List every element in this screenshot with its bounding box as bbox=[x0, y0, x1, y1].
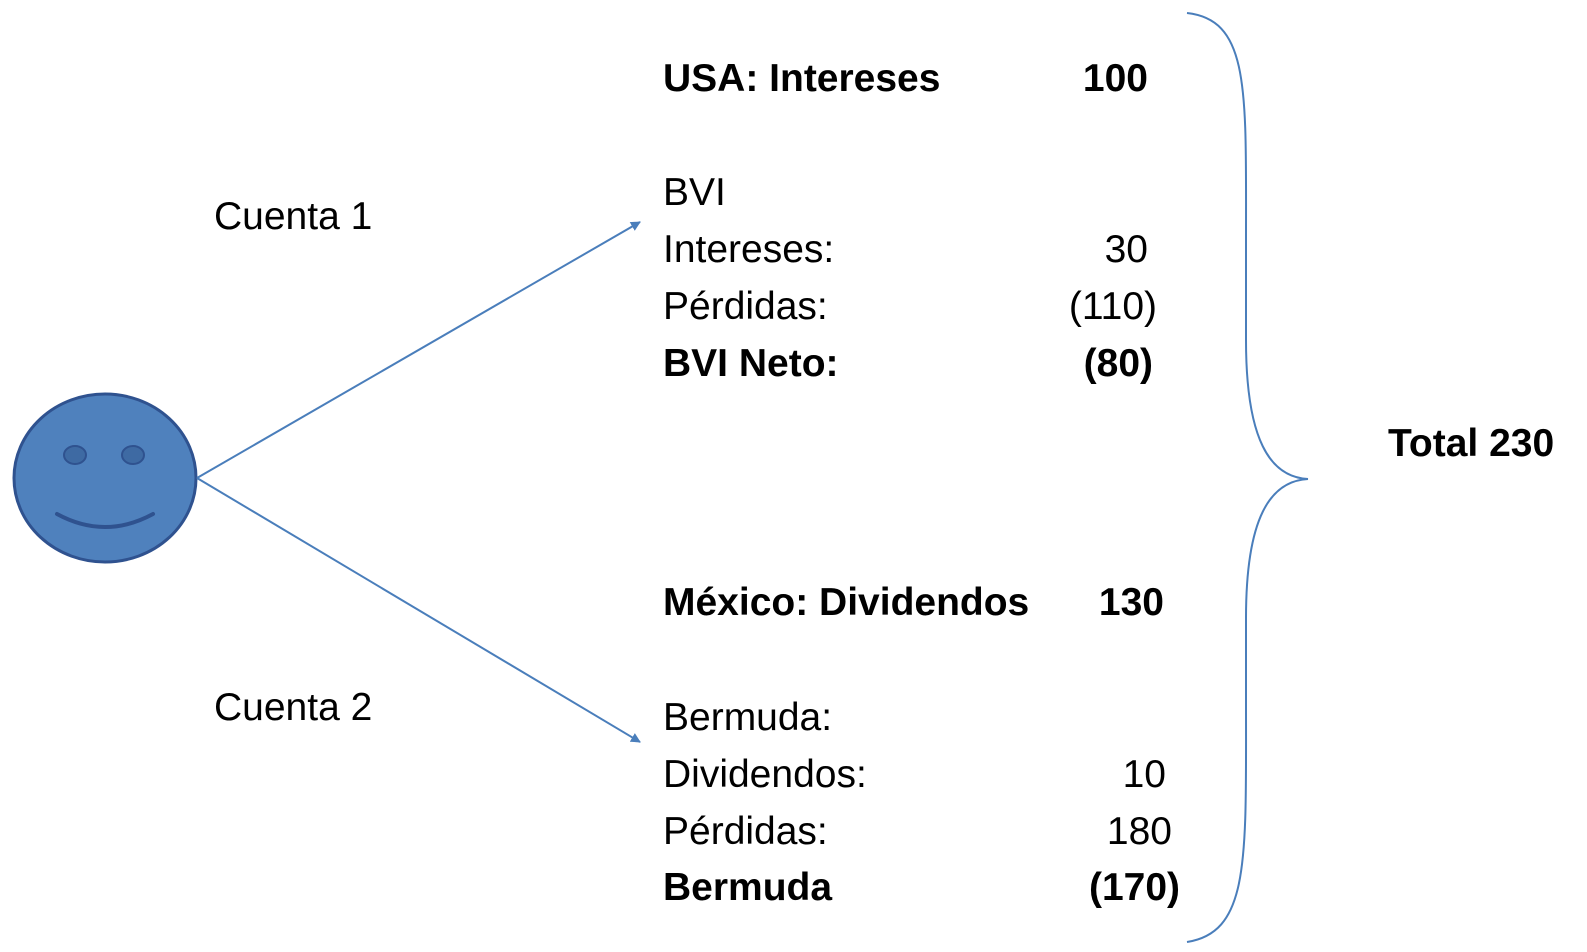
usa-heading-label: USA: Intereses bbox=[663, 57, 941, 100]
bermuda-net-value: (170) bbox=[1088, 866, 1180, 909]
bermuda-dividendos-label: Dividendos: bbox=[663, 753, 867, 796]
mexico-heading-label: México: Dividendos bbox=[663, 581, 1030, 624]
bvi-title: BVI bbox=[663, 171, 726, 214]
bermuda-net-label: Bermuda bbox=[663, 866, 833, 909]
mexico-heading-value: 130 bbox=[1098, 581, 1164, 624]
bvi-perdidas-value: (110) bbox=[1068, 285, 1157, 328]
usa-heading-value: 100 bbox=[1082, 57, 1148, 100]
total-brace bbox=[1186, 12, 1309, 943]
bvi-intereses-value: 30 bbox=[1104, 228, 1148, 271]
account-label-1: Cuenta 1 bbox=[214, 195, 373, 238]
bvi-perdidas-label: Pérdidas: bbox=[663, 285, 828, 328]
arrow-cuenta-2 bbox=[196, 477, 641, 743]
bermuda-perdidas-value: 180 bbox=[1106, 810, 1172, 853]
total-label: Total 230 bbox=[1388, 422, 1555, 465]
smiley-face-icon bbox=[12, 392, 198, 564]
arrow-cuenta-1 bbox=[196, 221, 641, 479]
bvi-intereses-label: Intereses: bbox=[663, 228, 835, 271]
account-label-2: Cuenta 2 bbox=[214, 686, 373, 729]
bvi-neto-value: (80) bbox=[1083, 342, 1153, 385]
bermuda-dividendos-value: 10 bbox=[1122, 753, 1166, 796]
bvi-neto-label: BVI Neto: bbox=[663, 342, 839, 385]
bermuda-title: Bermuda: bbox=[663, 696, 833, 739]
bermuda-perdidas-label: Pérdidas: bbox=[663, 810, 828, 853]
